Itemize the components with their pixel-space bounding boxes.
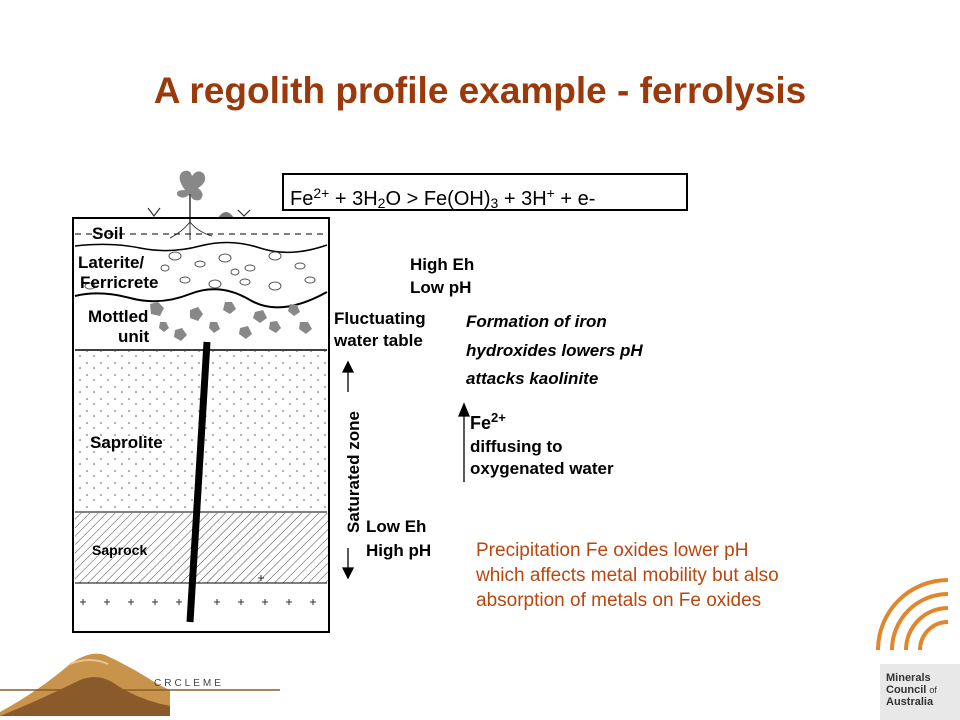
- eq-fe-charge: 2+: [313, 185, 330, 201]
- mca-line-1: Minerals: [886, 672, 931, 684]
- upward-arrow-icon: [458, 402, 470, 482]
- laterite-bottom-boundary: [74, 288, 328, 309]
- arrow-down-icon: [147, 207, 251, 217]
- fe2-label: Fe2+: [470, 410, 506, 434]
- formation-label-1: Formation of iron: [466, 312, 607, 331]
- profile-outline: [72, 217, 330, 633]
- saturated-zone-label: Saturated zone: [344, 411, 363, 533]
- fluctuating-label-1: Fluctuating: [334, 309, 426, 328]
- mca-line-3: Australia: [886, 696, 934, 708]
- rock-icon: [218, 212, 234, 218]
- high-ph-label: High pH: [366, 541, 432, 560]
- low-ph-label: Low pH: [410, 278, 472, 297]
- formation-label-2: hydroxides lowers pH: [466, 341, 643, 360]
- saprock-fill: [75, 513, 328, 583]
- soil-label: Soil: [92, 224, 124, 243]
- mca-line-2: Council: [886, 684, 927, 696]
- eq-h-plus: +: [546, 185, 555, 201]
- precipitation-line-3: absorption of metals on Fe oxides: [476, 590, 762, 611]
- mca-of: of: [929, 685, 937, 695]
- fe2-text: Fe: [470, 413, 492, 433]
- precipitation-line-1: Precipitation Fe oxides lower pH: [476, 540, 749, 561]
- saprock-label: Saprock: [92, 542, 148, 558]
- laterite-label-2: Ferricrete: [80, 273, 159, 292]
- saturated-zone-arrows: [341, 360, 355, 580]
- laterite-label-1: Laterite/: [78, 253, 145, 272]
- vein-line: [186, 341, 211, 623]
- low-eh-label: Low Eh: [366, 517, 427, 536]
- diffusing-label-2: oxygenated water: [470, 459, 614, 478]
- eq-part3: + 3H: [498, 188, 547, 210]
- mottled-label-1: Mottled: [88, 307, 149, 326]
- minerals-council-text: Minerals Council of Australia: [886, 672, 937, 708]
- plant-icon: [169, 170, 213, 240]
- bedrock-plus-marks: [80, 575, 316, 605]
- crcleme-text: CRCLEME: [154, 678, 224, 689]
- eq-h2o-sub: 2: [377, 195, 386, 211]
- eq-part1: + 3H: [329, 188, 378, 210]
- eq-part2: O > Fe(OH): [385, 188, 491, 210]
- mottled-blobs: [150, 302, 312, 341]
- high-eh-label: High Eh: [410, 255, 475, 274]
- page-title: A regolith profile example - ferrolysis: [153, 70, 807, 111]
- diffusing-label-1: diffusing to: [470, 437, 563, 456]
- eq-oh-sub: 3: [490, 195, 499, 211]
- mottled-label-2: unit: [118, 327, 150, 346]
- precipitation-line-2: which affects metal mobility but also: [476, 565, 779, 586]
- eq-end: + e-: [554, 188, 596, 210]
- fluctuating-label-2: water table: [334, 331, 423, 350]
- fe2-charge: 2+: [491, 410, 506, 425]
- precipitation-note: Precipitation Fe oxides lower pH which a…: [476, 538, 779, 613]
- laterite-pebbles: [84, 251, 316, 291]
- ferrolysis-equation: Fe2+ + 3H2O > Fe(OH)3 + 3H+ + e-: [282, 173, 688, 211]
- formation-label-3: attacks kaolinite: [466, 369, 599, 388]
- laterite-top-boundary: [74, 241, 328, 254]
- eq-fe: Fe: [290, 188, 314, 210]
- saprolite-label: Saprolite: [90, 433, 163, 452]
